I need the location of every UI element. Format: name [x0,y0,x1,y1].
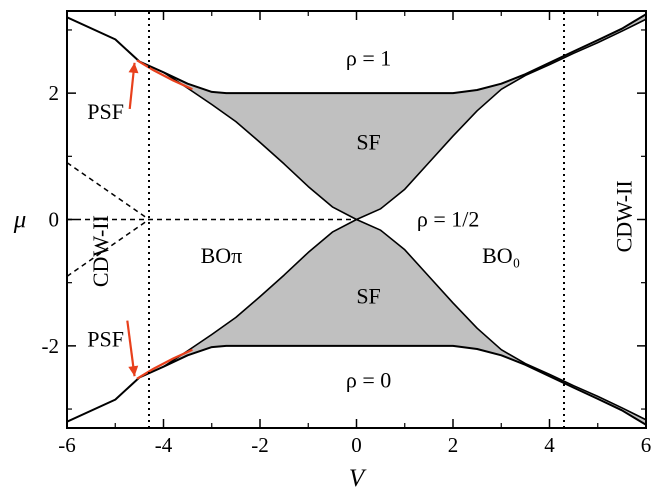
x-axis-title: V [349,465,367,492]
sf-lobe-lower-inner-right-line [356,218,646,421]
x-tick-label: 2 [448,433,459,457]
region-label: ρ = 1/2 [417,207,480,232]
y-tick-label: -2 [42,334,60,358]
x-tick-label: 6 [641,433,652,457]
x-tick-label: 4 [544,433,555,457]
cdw-ii-left-dashed-lower-line [67,218,150,278]
psf-arrowhead-0 [128,62,139,74]
cdw-ii-left-dashed-upper-line [67,161,150,221]
x-tick-label: -6 [58,433,76,457]
axes-layer: -6 -4 -2 0 2 4 6 2 0 -2Vμ [13,10,652,492]
y-axis-title: μ [13,207,27,234]
psf-lower-line [136,348,193,380]
sf-region-upper [163,14,646,220]
sf-lobe-upper-inner-right-line [356,18,646,221]
region-label: SF [356,284,380,309]
sf-lobe-lower-inner-left-line [163,218,357,368]
region-label: PSF [87,99,124,124]
sf-fill-layer [163,14,646,425]
x-tick-label: -2 [251,433,269,457]
region-label: BO₀ [482,243,520,268]
y-tick-label: 2 [49,81,60,105]
region-label: ρ = 1 [346,45,391,70]
y-tick-label: 0 [49,208,60,232]
region-label: BOπ [201,243,243,268]
x-tick-label: -4 [155,433,173,457]
psf-arrowhead-1 [128,365,139,377]
region-label: SF [356,129,380,154]
x-tick-label: 0 [351,433,362,457]
boundary-line-layer [67,11,646,428]
region-label: PSF [87,327,124,352]
region-label: CDW-II [88,215,113,287]
sf-region-lower [163,219,646,425]
region-label: CDW-II [611,180,636,252]
region-label: ρ = 0 [346,368,391,393]
psf-upper-line [136,59,193,91]
sf-lobe-upper-inner-left-line [163,71,357,221]
